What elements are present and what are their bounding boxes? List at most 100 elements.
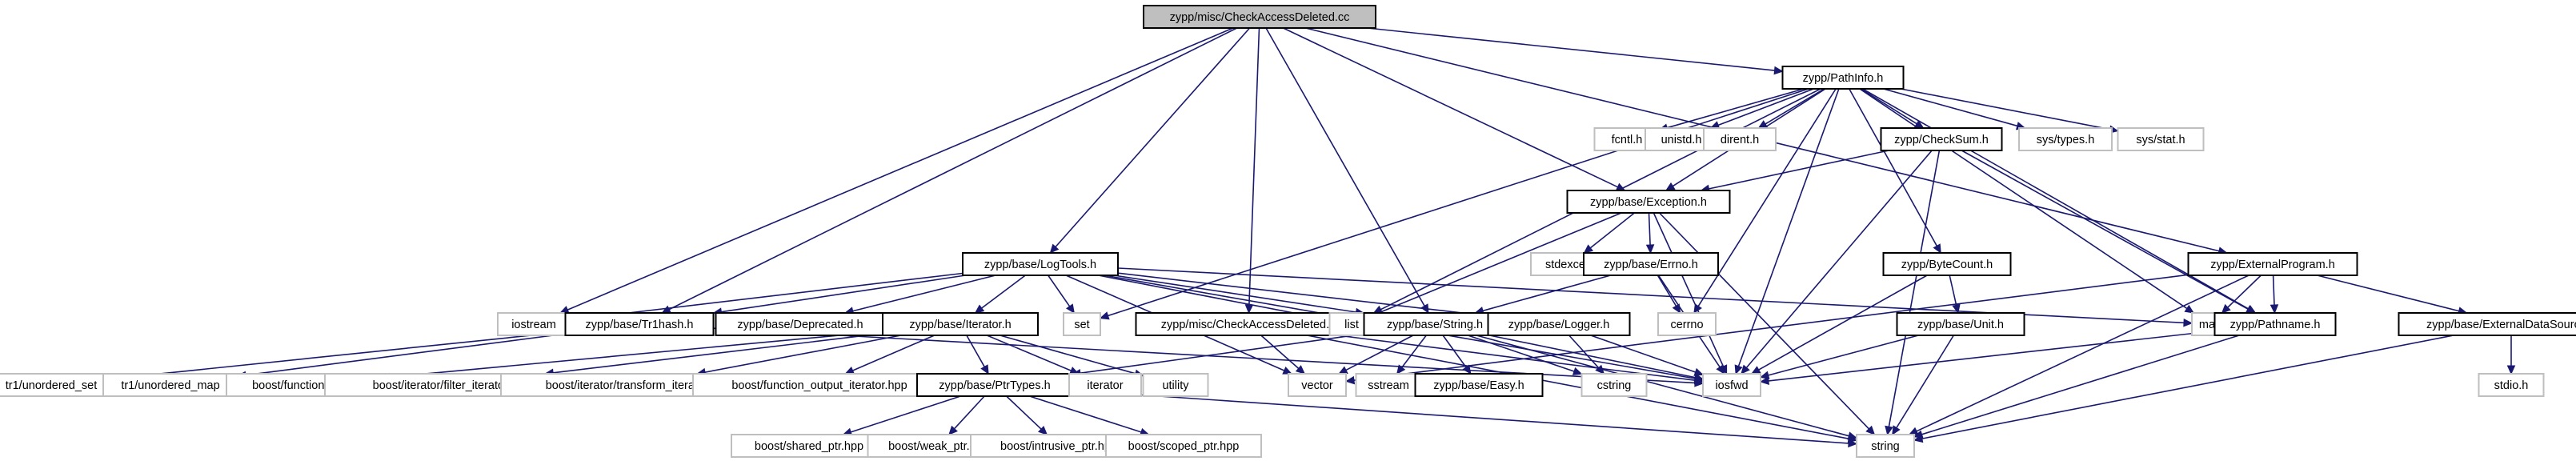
node-iterator_h[interactable]: zypp/base/Iterator.h: [882, 312, 1039, 336]
node-box: [1702, 373, 1761, 397]
arrowhead-icon: [844, 366, 855, 375]
edge-root-to-pathinfo: [1367, 27, 1784, 75]
node-label: zypp/base/Tr1hash.h: [586, 319, 694, 331]
edge-line: [1307, 335, 1849, 439]
edge-logtools-to-string_h: [1113, 275, 1365, 317]
edge-line: [1353, 274, 2189, 381]
edge-extprog-to-map: [2221, 275, 2262, 314]
edge-extprog-to-pathname: [2270, 275, 2279, 315]
edge-line: [1860, 88, 1917, 125]
arrowhead-icon: [2270, 304, 2279, 315]
node-iostream: iostream: [497, 312, 571, 336]
node-scopedptr: boost/scoped_ptr.hpp: [1105, 434, 1262, 458]
node-label: zypp/base/Logger.h: [1508, 319, 1610, 331]
arrowhead-icon: [1741, 364, 1750, 375]
node-cad_h[interactable]: zypp/misc/CheckAccessDeleted.h: [1135, 312, 1362, 336]
edge-pathname-to-string: [1913, 335, 2240, 439]
edge-line: [1108, 88, 1809, 317]
edge-root-to-logtools: [1049, 27, 1251, 254]
node-easy[interactable]: zypp/base/Easy.h: [1414, 373, 1544, 397]
node-label: zypp/base/Exception.h: [1590, 196, 1707, 209]
node-iterator: iterator: [1068, 373, 1142, 397]
node-label: boost/scoped_ptr.hpp: [1128, 440, 1240, 453]
edge-line: [577, 272, 963, 320]
node-tr1hash[interactable]: zypp/base/Tr1hash.h: [564, 312, 715, 336]
node-unit[interactable]: zypp/base/Unit.h: [1896, 312, 2025, 336]
node-logger[interactable]: zypp/base/Logger.h: [1487, 312, 1631, 336]
edge-line: [1666, 88, 1805, 129]
node-label: zypp/base/Unit.h: [1917, 319, 2004, 331]
edge-line: [1737, 88, 1840, 367]
edge-line: [668, 27, 1238, 311]
edge-exception-to-string: [1659, 212, 1876, 435]
node-label: list: [1344, 319, 1359, 331]
arrowhead-icon: [2183, 319, 2193, 327]
edge-root-to-string_h: [1265, 27, 1429, 315]
arrowhead-icon: [1913, 430, 1924, 439]
node-cerrno: cerrno: [1657, 312, 1717, 336]
node-box: [1583, 252, 1719, 276]
node-pathname[interactable]: zypp/Pathname.h: [2213, 312, 2337, 336]
edge-logtools-to-iterator_h: [974, 275, 1026, 314]
node-exception[interactable]: zypp/base/Exception.h: [1566, 190, 1731, 214]
edge-pathinfo-to-checksum: [1860, 88, 1925, 129]
node-checksum[interactable]: zypp/CheckSum.h: [1880, 127, 2003, 151]
node-pathinfo[interactable]: zypp/PathInfo.h: [1781, 66, 1905, 90]
edge-line: [1489, 335, 1696, 379]
node-box: [1703, 127, 1777, 151]
edge-ptrtypes-to-sharedptr: [842, 395, 961, 436]
arrowhead-icon: [1595, 364, 1605, 375]
edge-logtools-to-logger: [1117, 272, 1489, 319]
edge-line: [1048, 275, 1071, 307]
node-box: [1414, 373, 1544, 397]
node-box: [2478, 373, 2545, 397]
edge-unit-to-iosfwd: [1759, 335, 1919, 379]
edge-string_h-to-ptrtypes: [1071, 333, 1364, 378]
node-string: string: [1856, 434, 1915, 458]
edge-line: [1345, 335, 1414, 371]
edge-line: [1768, 335, 1919, 376]
node-cstring: cstring: [1580, 373, 1648, 397]
node-label: zypp/base/Deprecated.h: [737, 319, 863, 331]
edge-checksum-to-string: [1885, 150, 1941, 436]
node-label: dirent.h: [1721, 134, 1759, 146]
node-extdata[interactable]: zypp/base/ExternalDataSource.h: [2398, 312, 2576, 336]
arrowhead-icon: [1244, 304, 1254, 315]
node-root[interactable]: zypp/misc/CheckAccessDeleted.cc: [1143, 5, 1376, 29]
arrowhead-icon: [1396, 364, 1406, 375]
edge-line: [1590, 335, 1696, 373]
edge-unit-to-string: [1892, 335, 1954, 436]
node-box: [2018, 127, 2113, 151]
node-label: zypp/base/Easy.h: [1433, 379, 1524, 392]
node-label: cerrno: [1670, 319, 1703, 331]
node-deprecated[interactable]: zypp/base/Deprecated.h: [715, 312, 886, 336]
node-label: boost/function_output_iterator.hpp: [731, 379, 907, 392]
node-label: zypp/base/PtrTypes.h: [939, 379, 1050, 392]
node-stdio: stdio.h: [2478, 373, 2545, 397]
edge-bytecount-to-unit: [1949, 275, 1961, 315]
node-bytecount[interactable]: zypp/ByteCount.h: [1882, 252, 2012, 276]
node-extprog[interactable]: zypp/ExternalProgram.h: [2187, 252, 2358, 276]
node-ptrtypes[interactable]: zypp/base/PtrTypes.h: [916, 373, 1073, 397]
node-box: [564, 312, 715, 336]
node-label: zypp/base/String.h: [1387, 319, 1483, 331]
edge-root-to-iostream: [559, 27, 1234, 314]
edge-line: [1745, 150, 1933, 368]
edge-line: [1265, 27, 1425, 307]
node-errno[interactable]: zypp/base/Errno.h: [1583, 252, 1719, 276]
edge-line: [1072, 389, 1849, 444]
node-label: sstream: [1368, 379, 1409, 392]
edge-line: [1657, 275, 1677, 307]
node-box: [916, 373, 1073, 397]
edge-line: [986, 335, 1072, 371]
node-label: tr1/unordered_map: [121, 379, 219, 392]
node-box: [962, 252, 1119, 276]
node-string_h[interactable]: zypp/base/String.h: [1363, 312, 1507, 336]
edge-line: [1568, 335, 1600, 369]
node-logtools[interactable]: zypp/base/LogTools.h: [962, 252, 1119, 276]
edge-line: [1883, 88, 2018, 127]
edge-line: [1117, 272, 1480, 316]
node-utility: utility: [1142, 373, 1209, 397]
edge-extdata-to-stdio: [2506, 335, 2516, 375]
edge-line: [966, 335, 985, 367]
